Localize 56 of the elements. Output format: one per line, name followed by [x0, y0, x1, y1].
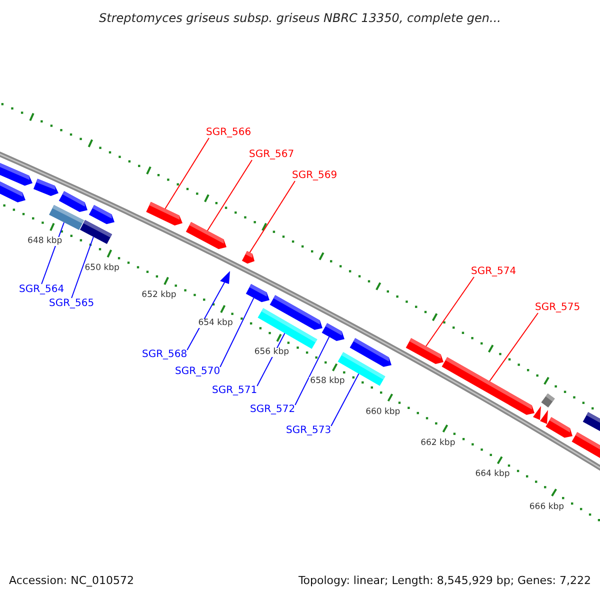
leader-line [256, 332, 286, 386]
leader-line [186, 282, 225, 350]
gene-feature [572, 432, 600, 459]
scale-label: 658 kbp [309, 377, 346, 387]
scale-label: 654 kbp [197, 319, 234, 328]
leader-line [489, 312, 538, 382]
leader-line [71, 236, 94, 298]
gene-label: SGR_574 [471, 266, 516, 277]
gene-feature [546, 417, 572, 438]
gene-feature [270, 295, 322, 330]
leader-line [426, 276, 474, 347]
leader-line [249, 180, 296, 253]
gene-label: SGR_569 [292, 170, 338, 181]
leader-line [164, 138, 210, 210]
leader-line [41, 222, 65, 284]
scale-label: 662 kbp [420, 438, 456, 448]
scale-label: 660 kbp [364, 408, 402, 417]
leader-line [206, 160, 252, 232]
gene-feature [406, 338, 444, 364]
gene-feature [220, 271, 230, 284]
gene-label: SGR_571 [212, 385, 258, 396]
scale-label: 650 kbp [84, 264, 120, 273]
scale-label: 648 kbp [26, 236, 64, 246]
gene-feature [322, 323, 344, 341]
scale-label: 666 kbp [528, 502, 566, 512]
leader-line [294, 336, 330, 406]
gene-label: SGR_567 [249, 149, 294, 160]
gene-feature [242, 251, 254, 264]
gene-feature [540, 410, 548, 424]
leader-line [220, 297, 254, 368]
title: Streptomyces griseus subsp. griseus NBRC 13350, complete gen... [98, 12, 502, 26]
gene-label: SGR_570 [175, 366, 220, 377]
gene-label: SGR_573 [286, 425, 332, 436]
gene-feature [80, 220, 112, 244]
scale-label: 664 kbp [474, 470, 511, 480]
gene-feature [33, 178, 58, 196]
gene-label: SGR_572 [250, 404, 296, 415]
gene-feature [541, 393, 555, 408]
gene-feature [146, 202, 182, 226]
gene-label: SGR_564 [19, 284, 64, 295]
gene-feature [533, 406, 541, 420]
scale-label: 652 kbp [140, 290, 178, 300]
gene-label: SGR_568 [142, 349, 188, 360]
scale-label: 656 kbp [253, 348, 290, 358]
gene-label: SGR_575 [535, 302, 580, 313]
gene-feature [186, 222, 226, 250]
gene-feature [582, 412, 600, 432]
genome-summary-text: Topology: linear; Length: 8,545,929 bp; Genes: 7,222 [298, 575, 591, 588]
accession-text: Accession: NC_010572 [9, 575, 134, 588]
gene-feature [442, 357, 534, 415]
gene-feature [246, 284, 270, 302]
gene-label: SGR_565 [49, 298, 94, 309]
gene-feature [350, 338, 392, 367]
gene-label: SGR_566 [206, 127, 252, 138]
gene-feature [88, 205, 114, 224]
gene-feature [58, 191, 88, 212]
